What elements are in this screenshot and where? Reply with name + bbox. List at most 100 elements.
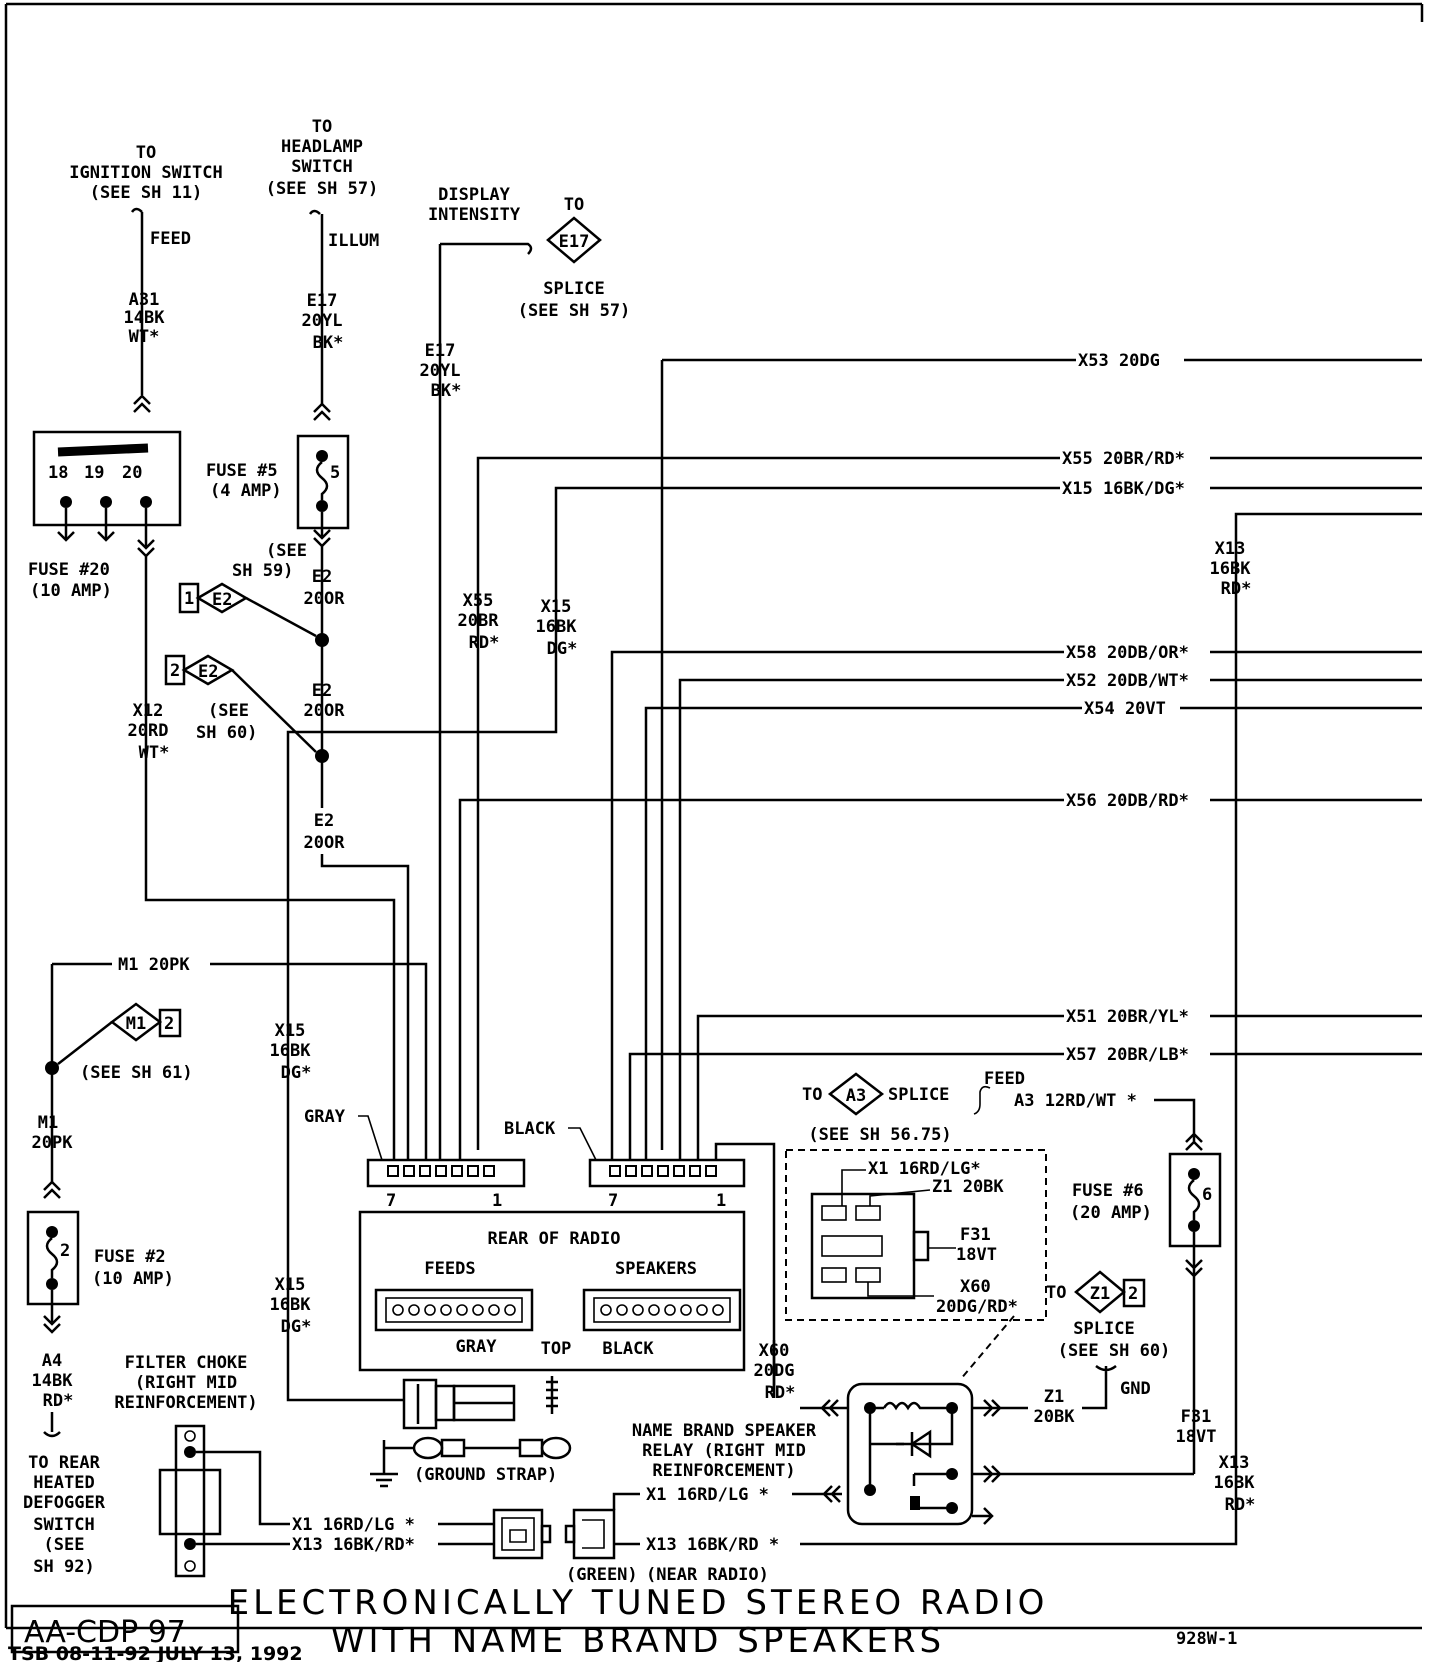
svg-text:SPEAKERS: SPEAKERS <box>615 1259 697 1279</box>
ground-strap: (GROUND STRAP) <box>370 1436 572 1488</box>
svg-text:X55: X55 <box>463 591 494 611</box>
wire-z1: Z1 20BK TO Z1 2 SPLICE (SEE SH 60) GND <box>959 1270 1171 1427</box>
svg-text:SH 60): SH 60) <box>196 723 257 743</box>
svg-text:14BK: 14BK <box>32 1371 74 1391</box>
svg-text:INTENSITY: INTENSITY <box>428 205 521 225</box>
svg-text:X55 20BR/RD*: X55 20BR/RD* <box>1062 449 1185 469</box>
svg-text:16BK: 16BK <box>1214 1473 1256 1493</box>
svg-text:19: 19 <box>84 463 104 483</box>
svg-text:X57 20BR/LB*: X57 20BR/LB* <box>1066 1045 1189 1065</box>
svg-text:SWITCH: SWITCH <box>291 157 352 177</box>
svg-text:E2: E2 <box>312 567 332 587</box>
choke-connectors: X1 16RD/LG * X13 16BK/RD * (GREEN) (NEAR… <box>492 1485 842 1585</box>
wire-x58: X58 20DB/OR* <box>610 643 1422 1160</box>
svg-text:A4: A4 <box>42 1351 62 1371</box>
svg-text:(SEE SH 60): (SEE SH 60) <box>1058 1341 1171 1361</box>
svg-text:1: 1 <box>184 589 194 609</box>
svg-text:REINFORCEMENT): REINFORCEMENT) <box>114 1393 257 1413</box>
svg-text:20YL: 20YL <box>420 361 461 381</box>
svg-text:WT*: WT* <box>139 743 170 763</box>
svg-text:FEED: FEED <box>984 1069 1025 1089</box>
rear-of-radio: REAR OF RADIO FEEDS SPEAKERS GRAY TOP BL… <box>358 1210 746 1414</box>
svg-text:E2: E2 <box>198 662 218 682</box>
a3-feed: TO A3 SPLICE (SEE SH 56.75) FEED A3 12RD… <box>802 1069 1203 1151</box>
svg-text:Z1: Z1 <box>1090 1284 1110 1304</box>
svg-text:RD*: RD* <box>1221 579 1252 599</box>
svg-text:X60: X60 <box>960 1277 991 1297</box>
svg-text:20DG: 20DG <box>754 1361 795 1381</box>
svg-text:E2: E2 <box>314 811 334 831</box>
wire-x15: X15 16BK/DG* X15 16BK DG* X15 16BK DG* X… <box>270 479 1422 1402</box>
svg-text:20PK: 20PK <box>32 1133 74 1153</box>
svg-text:X15 16BK/DG*: X15 16BK/DG* <box>1062 479 1185 499</box>
display-intensity: DISPLAY INTENSITY TO E17 SPLICE (SEE SH … <box>420 185 630 1160</box>
headlamp-feed: TO HEADLAMP SWITCH (SEE SH 57) ILLUM E17… <box>266 117 379 421</box>
doc-id: AA-CDP 97 <box>24 1615 186 1650</box>
svg-text:FUSE #6: FUSE #6 <box>1072 1181 1144 1201</box>
wire-m1: M1 20PK M1 2 (SEE SH 61) M1 20PK <box>32 955 428 1199</box>
ignition-feed: TO IGNITION SWITCH (SEE SH 11) FEED A31 … <box>69 143 223 413</box>
svg-text:X58 20DB/OR*: X58 20DB/OR* <box>1066 643 1189 663</box>
rear-defogger-note: TO REAR HEATED DEFOGGER SWITCH (SEE SH 9… <box>23 1453 106 1577</box>
svg-text:FEEDS: FEEDS <box>424 1259 475 1279</box>
svg-text:X13 16BK/RD*: X13 16BK/RD* <box>292 1535 415 1555</box>
svg-text:(GREEN): (GREEN) <box>566 1565 638 1585</box>
svg-text:A31: A31 <box>129 290 160 310</box>
svg-text:FILTER CHOKE: FILTER CHOKE <box>125 1353 248 1373</box>
svg-text:SWITCH: SWITCH <box>33 1515 94 1535</box>
svg-text:X54 20VT: X54 20VT <box>1084 699 1166 719</box>
svg-text:BK*: BK* <box>313 333 344 353</box>
wire-x13-vertical: X13 16BK RD* <box>800 512 1422 1546</box>
svg-text:BK*: BK* <box>431 381 462 401</box>
svg-text:(SEE SH 61): (SEE SH 61) <box>80 1063 193 1083</box>
svg-text:(4 AMP): (4 AMP) <box>210 481 282 501</box>
diagram-title-line1: ELECTRONICALLY TUNED STEREO RADIO <box>228 1583 1049 1623</box>
diagram-title-line2: WITH NAME BRAND SPEAKERS <box>331 1621 945 1661</box>
svg-text:SPLICE: SPLICE <box>543 279 604 299</box>
svg-text:X1 16RD/LG *: X1 16RD/LG * <box>292 1515 415 1535</box>
svg-text:TO: TO <box>136 143 156 163</box>
wire-x51: X51 20BR/YL* <box>696 1007 1422 1160</box>
svg-text:20DG/RD*: 20DG/RD* <box>936 1297 1018 1317</box>
svg-text:REAR OF RADIO: REAR OF RADIO <box>487 1229 620 1249</box>
svg-text:F31: F31 <box>1181 1407 1212 1427</box>
svg-text:(SEE SH 11): (SEE SH 11) <box>90 183 203 203</box>
svg-text:14BK: 14BK <box>124 308 166 328</box>
svg-text:TO REAR: TO REAR <box>28 1453 100 1473</box>
svg-text:M1: M1 <box>38 1113 58 1133</box>
black-connector: BLACK 7 1 <box>504 1119 776 1398</box>
svg-text:20BK: 20BK <box>1034 1407 1076 1427</box>
wire-x53: X53 20DG <box>660 351 1422 1150</box>
svg-text:X15: X15 <box>275 1275 306 1295</box>
svg-text:TO: TO <box>564 195 584 215</box>
svg-text:20YL: 20YL <box>302 311 343 331</box>
svg-text:7: 7 <box>608 1191 618 1211</box>
wire-x60: X60 20DG RD* <box>754 1340 820 1410</box>
svg-text:SPLICE: SPLICE <box>888 1085 949 1105</box>
svg-text:18VT: 18VT <box>1176 1427 1217 1447</box>
svg-text:E17: E17 <box>425 341 456 361</box>
svg-text:BLACK: BLACK <box>504 1119 556 1139</box>
svg-text:HEATED: HEATED <box>33 1473 94 1493</box>
svg-text:2: 2 <box>1128 1284 1138 1304</box>
svg-text:16BK: 16BK <box>536 617 578 637</box>
page-border <box>4 2 1424 1630</box>
svg-text:(NEAR RADIO): (NEAR RADIO) <box>646 1565 769 1585</box>
svg-text:X60: X60 <box>759 1341 790 1361</box>
svg-text:(RIGHT MID: (RIGHT MID <box>135 1373 237 1393</box>
svg-text:20OR: 20OR <box>304 589 346 609</box>
fuse-20: 18 19 20 FUSE #20 (10 AMP) <box>28 430 182 601</box>
svg-text:FUSE #20: FUSE #20 <box>28 560 110 580</box>
svg-text:ILLUM: ILLUM <box>328 231 379 251</box>
svg-text:DISPLAY: DISPLAY <box>438 185 510 205</box>
svg-text:20: 20 <box>122 463 142 483</box>
svg-text:2: 2 <box>60 1241 70 1261</box>
svg-text:Z1: Z1 <box>1044 1387 1064 1407</box>
svg-text:GRAY: GRAY <box>304 1107 346 1127</box>
x15-terminal <box>402 1378 516 1430</box>
svg-text:RELAY (RIGHT MID: RELAY (RIGHT MID <box>642 1441 806 1461</box>
wire-x52: X52 20DB/WT* <box>678 671 1422 1160</box>
fuse-5: 5 FUSE #5 (4 AMP) <box>206 434 350 548</box>
fuse-2: 2 FUSE #2 (10 AMP) A4 14BK RD* <box>26 1210 174 1438</box>
svg-text:TO: TO <box>312 117 332 137</box>
